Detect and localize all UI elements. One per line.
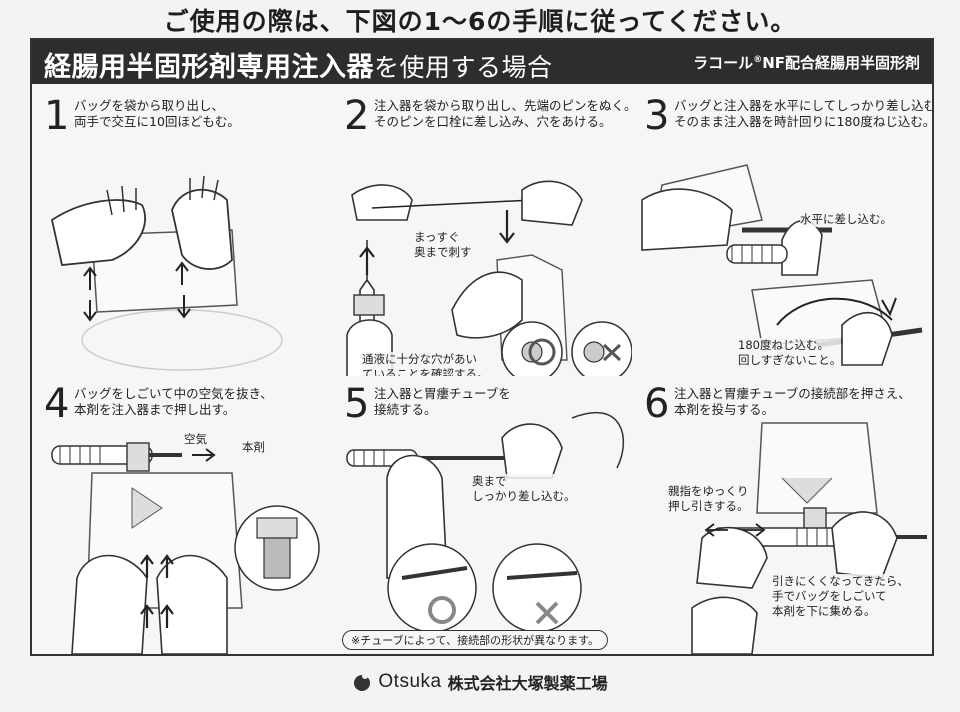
company-name: 株式会社大塚製薬工場: [447, 674, 608, 693]
step-3-note-rotate-line-2: 回しすぎないこと。: [738, 353, 842, 367]
step-6-line-1: 注入器と胃瘻チューブの接続部を押さえ、: [674, 386, 911, 401]
step-3-line-2: そのまま注入器を時計回りに180度ねじ込む。: [674, 114, 932, 129]
down-arrow-icon: [83, 300, 97, 322]
up-arrow-icon: [140, 604, 154, 628]
up-arrow-icon: [140, 554, 154, 578]
step-6: 6 注入器と胃瘻チューブの接続部を押さえ、本剤を投与する。 親指をゆっくり押し引…: [632, 378, 932, 664]
step-2-note-check-line-2: ていることを確認する。: [362, 367, 489, 376]
step-2-note-check-line-1: 通液に十分な穴があい: [362, 352, 477, 366]
step-5-number: 5: [344, 381, 370, 427]
step-2-note-check: 通液に十分な穴があいていることを確認する。: [362, 352, 489, 376]
step-5-note-insert: 奥までしっかり差し込む。: [472, 474, 576, 504]
step-2-note-insert: まっすぐ奥まで刺す: [414, 230, 472, 260]
step-6-note-squeeze-line-1: 引きにくくなってきたら、: [772, 574, 909, 588]
footer-brand: Otsuka 株式会社大塚製薬工場: [352, 670, 608, 694]
step-1-number: 1: [44, 93, 70, 139]
registered-mark: ®: [753, 55, 763, 65]
step-4-line-2: 本剤を注入器まで押し出す。: [74, 402, 236, 417]
step-1: 1 バッグを袋から取り出し、両手で交互に10回ほどもむ。: [32, 90, 332, 376]
product-name-post: NF配合経腸用半固形剤: [762, 54, 920, 72]
banner-title: 経腸用半固形剤専用注入器を使用する場合: [44, 45, 553, 84]
step-4-line-1: バッグをしごいて中の空気を抜き、: [74, 386, 273, 401]
step-3-note-horizontal: 水平に差し込む。: [800, 212, 892, 227]
step-6-illustration: [691, 422, 927, 654]
step-2-text: 注入器を袋から取り出し、先端のピンをぬく。そのピンを口栓に差し込み、穴をあける。: [374, 98, 632, 130]
product-name-pre: ラコール: [693, 54, 754, 72]
ok-check-icon: [501, 321, 563, 376]
step-1-text: バッグを袋から取り出し、両手で交互に10回ほどもむ。: [74, 98, 240, 130]
step-2-illustration: [346, 180, 632, 376]
otsuka-logo-icon: [352, 671, 372, 693]
step-2-note-insert-line-1: まっすぐ: [414, 230, 460, 244]
step-6-note-plunger-line-2: 押し引きする。: [668, 499, 749, 513]
zoom-circle: [234, 505, 320, 591]
step-5-footnote: ※チューブによって、接続部の形状が異なります。: [342, 630, 609, 650]
step-3-illustration: [641, 164, 923, 366]
step-1-line-2: 両手で交互に10回ほどもむ。: [74, 114, 240, 129]
step-1-illustration: [50, 175, 283, 371]
step-6-note-squeeze-line-3: 本剤を下に集める。: [772, 604, 876, 618]
step-6-note-plunger-line-1: 親指をゆっくり: [668, 484, 749, 498]
banner-title-bold: 経腸用半固形剤専用注入器: [44, 52, 374, 83]
step-2-number: 2: [344, 93, 370, 139]
ng-cross-icon: [571, 321, 632, 376]
ok-check-icon: [387, 543, 477, 633]
step-4-note-air: 空気: [184, 432, 207, 447]
down-arrow-icon: [177, 295, 191, 319]
step-6-line-2: 本剤を投与する。: [674, 402, 775, 417]
step-5: 5 注入器と胃瘻チューブを接続する。 奥までしっかり差し込む。 ※チューブによっ…: [332, 378, 632, 664]
step-5-note-insert-line-1: 奥まで: [472, 474, 507, 488]
step-3-text: バッグと注入器を水平にしてしっかり差し込む。そのまま注入器を時計回りに180度ね…: [674, 98, 932, 130]
step-5-note-insert-line-2: しっかり差し込む。: [472, 489, 576, 503]
step-3: 3 バッグと注入器を水平にしてしっかり差し込む。そのまま注入器を時計回りに180…: [632, 90, 932, 376]
step-6-note-squeeze-line-2: 手でバッグをしごいて: [772, 589, 887, 603]
instruction-frame: 経腸用半固形剤専用注入器を使用する場合 ラコール®NF配合経腸用半固形剤 1 バ…: [30, 38, 934, 656]
step-3-number: 3: [644, 93, 670, 139]
step-5-line-2: 接続する。: [374, 402, 437, 417]
right-arrow-icon: [192, 448, 216, 462]
step-2-line-2: そのピンを口栓に差し込み、穴をあける。: [374, 114, 612, 129]
step-6-note-plunger: 親指をゆっくり押し引きする。: [668, 484, 749, 514]
product-name: ラコール®NF配合経腸用半固形剤: [693, 52, 920, 73]
push-pull-arrows-icon: [704, 523, 766, 537]
step-5-illustration: [346, 411, 625, 633]
step-2: 2 注入器を袋から取り出し、先端のピンをぬく。そのピンを口栓に差し込み、穴をあけ…: [332, 90, 632, 376]
step-3-line-1: バッグと注入器を水平にしてしっかり差し込む。: [674, 98, 932, 113]
step-4-text: バッグをしごいて中の空気を抜き、本剤を注入器まで押し出す。: [74, 386, 273, 418]
ng-cross-icon: [492, 543, 582, 633]
page-headline: ご使用の際は、下図の1〜6の手順に従ってください。: [163, 7, 797, 36]
title-banner: 経腸用半固形剤専用注入器を使用する場合 ラコール®NF配合経腸用半固形剤: [32, 40, 932, 84]
step-3-note-rotate: 180度ねじ込む。回しすぎないこと。: [738, 338, 842, 368]
up-arrow-icon: [359, 246, 375, 275]
footer: Otsuka 株式会社大塚製薬工場: [0, 670, 960, 706]
up-arrow-icon: [160, 604, 174, 628]
step-2-note-insert-line-2: 奥まで刺す: [414, 245, 472, 259]
step-4: 4 バッグをしごいて中の空気を抜き、本剤を注入器まで押し出す。 空気 本剤: [32, 378, 332, 664]
step-6-note-squeeze: 引きにくくなってきたら、手でバッグをしごいて本剤を下に集める。: [772, 574, 909, 619]
step-4-note-drug: 本剤: [242, 440, 265, 455]
rotate-arrow-icon: [881, 297, 897, 317]
step-6-text: 注入器と胃瘻チューブの接続部を押さえ、本剤を投与する。: [674, 386, 911, 418]
brand-name: Otsuka: [378, 671, 442, 692]
step-6-number: 6: [644, 381, 670, 427]
step-4-number: 4: [44, 381, 70, 427]
banner-title-rest: を使用する場合: [374, 53, 553, 82]
step-1-line-1: バッグを袋から取り出し、: [74, 98, 225, 113]
step-5-line-1: 注入器と胃瘻チューブを: [374, 386, 511, 401]
up-arrow-icon: [83, 266, 97, 290]
up-arrow-icon: [160, 554, 174, 578]
step-4-illustration: [51, 442, 320, 654]
down-arrow-icon: [499, 210, 515, 244]
up-arrow-icon: [175, 261, 189, 285]
step-2-line-1: 注入器を袋から取り出し、先端のピンをぬく。: [374, 98, 632, 113]
step-5-text: 注入器と胃瘻チューブを接続する。: [374, 386, 511, 418]
step-3-note-rotate-line-1: 180度ねじ込む。: [738, 338, 829, 352]
